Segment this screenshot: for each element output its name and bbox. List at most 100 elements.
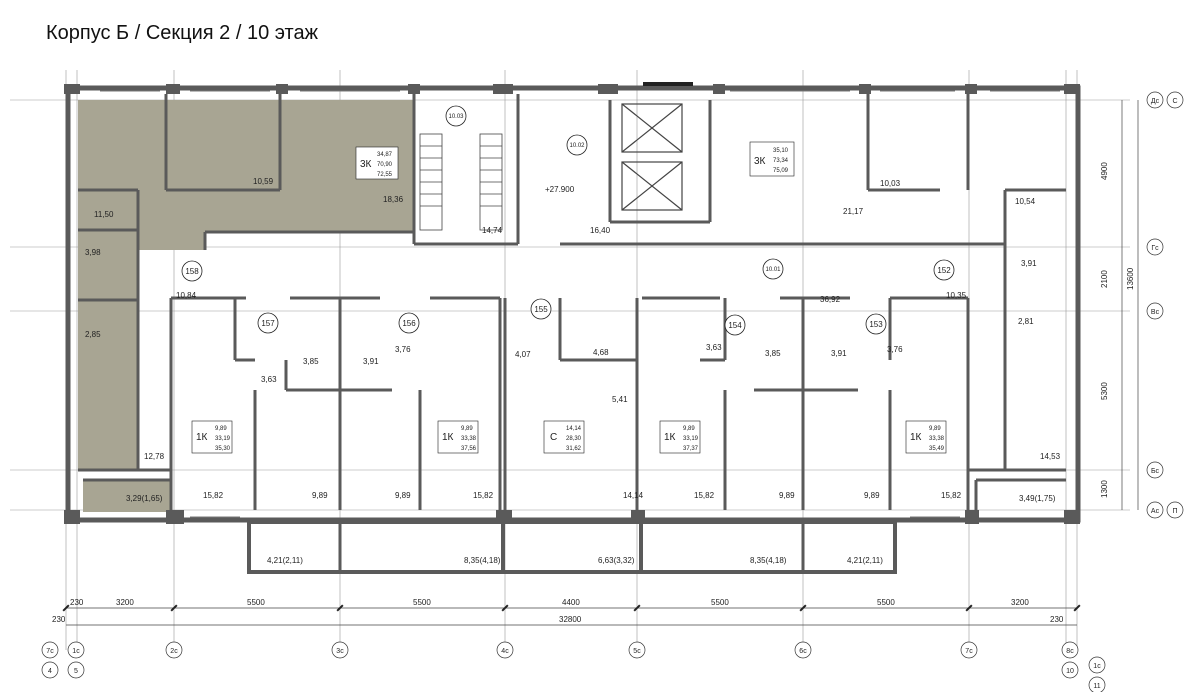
- axis-label: 1с: [72, 648, 80, 655]
- dim-edge: 230: [70, 598, 84, 607]
- axis-bubbles-right: [1146, 91, 1184, 519]
- axis-label: 4: [48, 668, 52, 675]
- axis-label: 5с: [633, 648, 641, 655]
- room-area: 9,89: [864, 491, 880, 500]
- axis-label: 3с: [336, 648, 344, 655]
- room-area: 4,68: [593, 348, 609, 357]
- room-area: 3,91: [1021, 259, 1037, 268]
- room-area: 10,84: [176, 291, 197, 300]
- stair-area: 14,74: [482, 226, 503, 235]
- elevation-mark: +27.900: [545, 185, 575, 194]
- room-area: 15,82: [203, 491, 224, 500]
- stairwell: [419, 133, 503, 231]
- lobby-area: 16,40: [590, 226, 611, 235]
- balcony-area: 4,21(2,11): [267, 556, 303, 565]
- apt-area-2: 33,19: [215, 436, 231, 442]
- room-area: 3,91: [831, 349, 847, 358]
- room-area: 10,35: [946, 291, 967, 300]
- balcony-area: 8,35(4,18): [464, 556, 501, 565]
- apt-area-1: 9,89: [683, 426, 695, 432]
- apt-area-3: 35,30: [215, 446, 231, 452]
- axis-label: 7с: [965, 648, 973, 655]
- axis-label: 5: [74, 668, 78, 675]
- axis-label: Ас: [1151, 508, 1160, 515]
- apt-area-living: 35,10: [773, 148, 789, 154]
- axis-bubbles-bottom: [41, 641, 1106, 692]
- room-area: 3,91: [363, 357, 379, 366]
- apt-area-2: 28,30: [566, 436, 582, 442]
- apt-type: 3К: [360, 159, 372, 170]
- axis-label: Дс: [1151, 98, 1160, 105]
- room-area: 9,89: [312, 491, 328, 500]
- balcony-walls: [247, 520, 897, 574]
- apt-area-total: 73,34: [773, 158, 789, 164]
- dim-span: 3200: [1011, 598, 1029, 607]
- apt-area-3: 35,49: [929, 446, 945, 452]
- dim-span: 3200: [116, 598, 134, 607]
- apt-area-living: 34,87: [377, 152, 393, 158]
- tag-154: 154: [728, 321, 742, 330]
- apt-area-1: 9,89: [215, 426, 227, 432]
- balcony-area: 3,29(1,65): [126, 494, 163, 503]
- tag-152: 152: [937, 266, 951, 275]
- dim-vert: 5300: [1100, 382, 1109, 400]
- info-box-labels-bg: [357, 143, 770, 178]
- room-area: 15,82: [941, 491, 962, 500]
- room-area: 4,07: [515, 350, 531, 359]
- info-boxes: [191, 141, 947, 454]
- apt-area-1: 9,89: [461, 426, 473, 432]
- room-areas: 10,59 11,50 18,36 3,98 2,85 10,84 12,78 …: [85, 177, 1061, 565]
- info-157: 1К 9,89 33,19 35,30: [196, 426, 231, 452]
- highlighted-apartment-fill: [78, 100, 414, 512]
- dimension-ticks: [62, 604, 1081, 612]
- tag-10-01: 10.01: [765, 267, 781, 273]
- room-area: 12,78: [144, 452, 165, 461]
- balcony-area: 6,63(3,32): [598, 556, 635, 565]
- info-155: С 14,14 28,30 31,62: [550, 426, 582, 452]
- info-153: 1К 9,89 33,38 35,49: [910, 426, 945, 452]
- dim-edge: 230: [52, 615, 66, 624]
- balcony-area: 4,21(2,11): [847, 556, 883, 565]
- dim-span: 5500: [413, 598, 431, 607]
- tag-157: 157: [261, 319, 275, 328]
- axis-label: 6с: [799, 648, 807, 655]
- dim-span: 5500: [711, 598, 729, 607]
- room-area: 18,36: [383, 195, 404, 204]
- axis-label: П: [1172, 508, 1177, 515]
- room-area: 14,53: [1040, 452, 1061, 461]
- tags: 158 157 156 155 154 153 152 10.03 10.02 …: [185, 114, 951, 330]
- dimension-lines: [66, 100, 1139, 626]
- apt-area-total: 70,90: [377, 162, 393, 168]
- wall-blocks: [64, 84, 1080, 524]
- axis-label: 10: [1066, 668, 1074, 675]
- room-area: 3,85: [765, 349, 781, 358]
- apt-area-3: 37,56: [461, 446, 477, 452]
- corridor-area: 36,92: [820, 295, 841, 304]
- room-area: 3,63: [261, 375, 277, 384]
- axis-label: Бс: [1151, 468, 1160, 475]
- room-area: 15,82: [473, 491, 494, 500]
- apt-area-2: 33,38: [461, 436, 477, 442]
- balcony-area: 3,49(1,75): [1019, 494, 1056, 503]
- axis-label: 7с: [46, 648, 54, 655]
- dim-vert: 4900: [1100, 162, 1109, 180]
- tag-10-03: 10.03: [448, 114, 464, 120]
- elevators: [621, 103, 683, 211]
- info-154: 1К 9,89 33,19 37,37: [664, 426, 699, 452]
- dim-vert: 1300: [1100, 480, 1109, 498]
- apt-area-balcony: 72,55: [377, 172, 393, 178]
- info-hl: 3К 34,87 70,90 72,55: [360, 152, 393, 178]
- axis-label: 2с: [170, 648, 178, 655]
- interior-walls: [78, 94, 1066, 515]
- windows: [100, 90, 1060, 518]
- apt-type: 1К: [910, 432, 922, 443]
- dim-vert: 2100: [1100, 270, 1109, 288]
- apt-type: 3К: [754, 156, 766, 167]
- vent-grille: [643, 82, 693, 86]
- info-3k-right: 3К 35,10 73,34 75,09: [754, 148, 789, 174]
- dim-span: 5500: [247, 598, 265, 607]
- axis-labels-bottom: 7с 4 1с 5 2с 3с 4с 5с 6с 7с 8с 10 1с 11: [46, 648, 1101, 690]
- tag-circles: [181, 105, 955, 336]
- apt-area-2: 33,19: [683, 436, 699, 442]
